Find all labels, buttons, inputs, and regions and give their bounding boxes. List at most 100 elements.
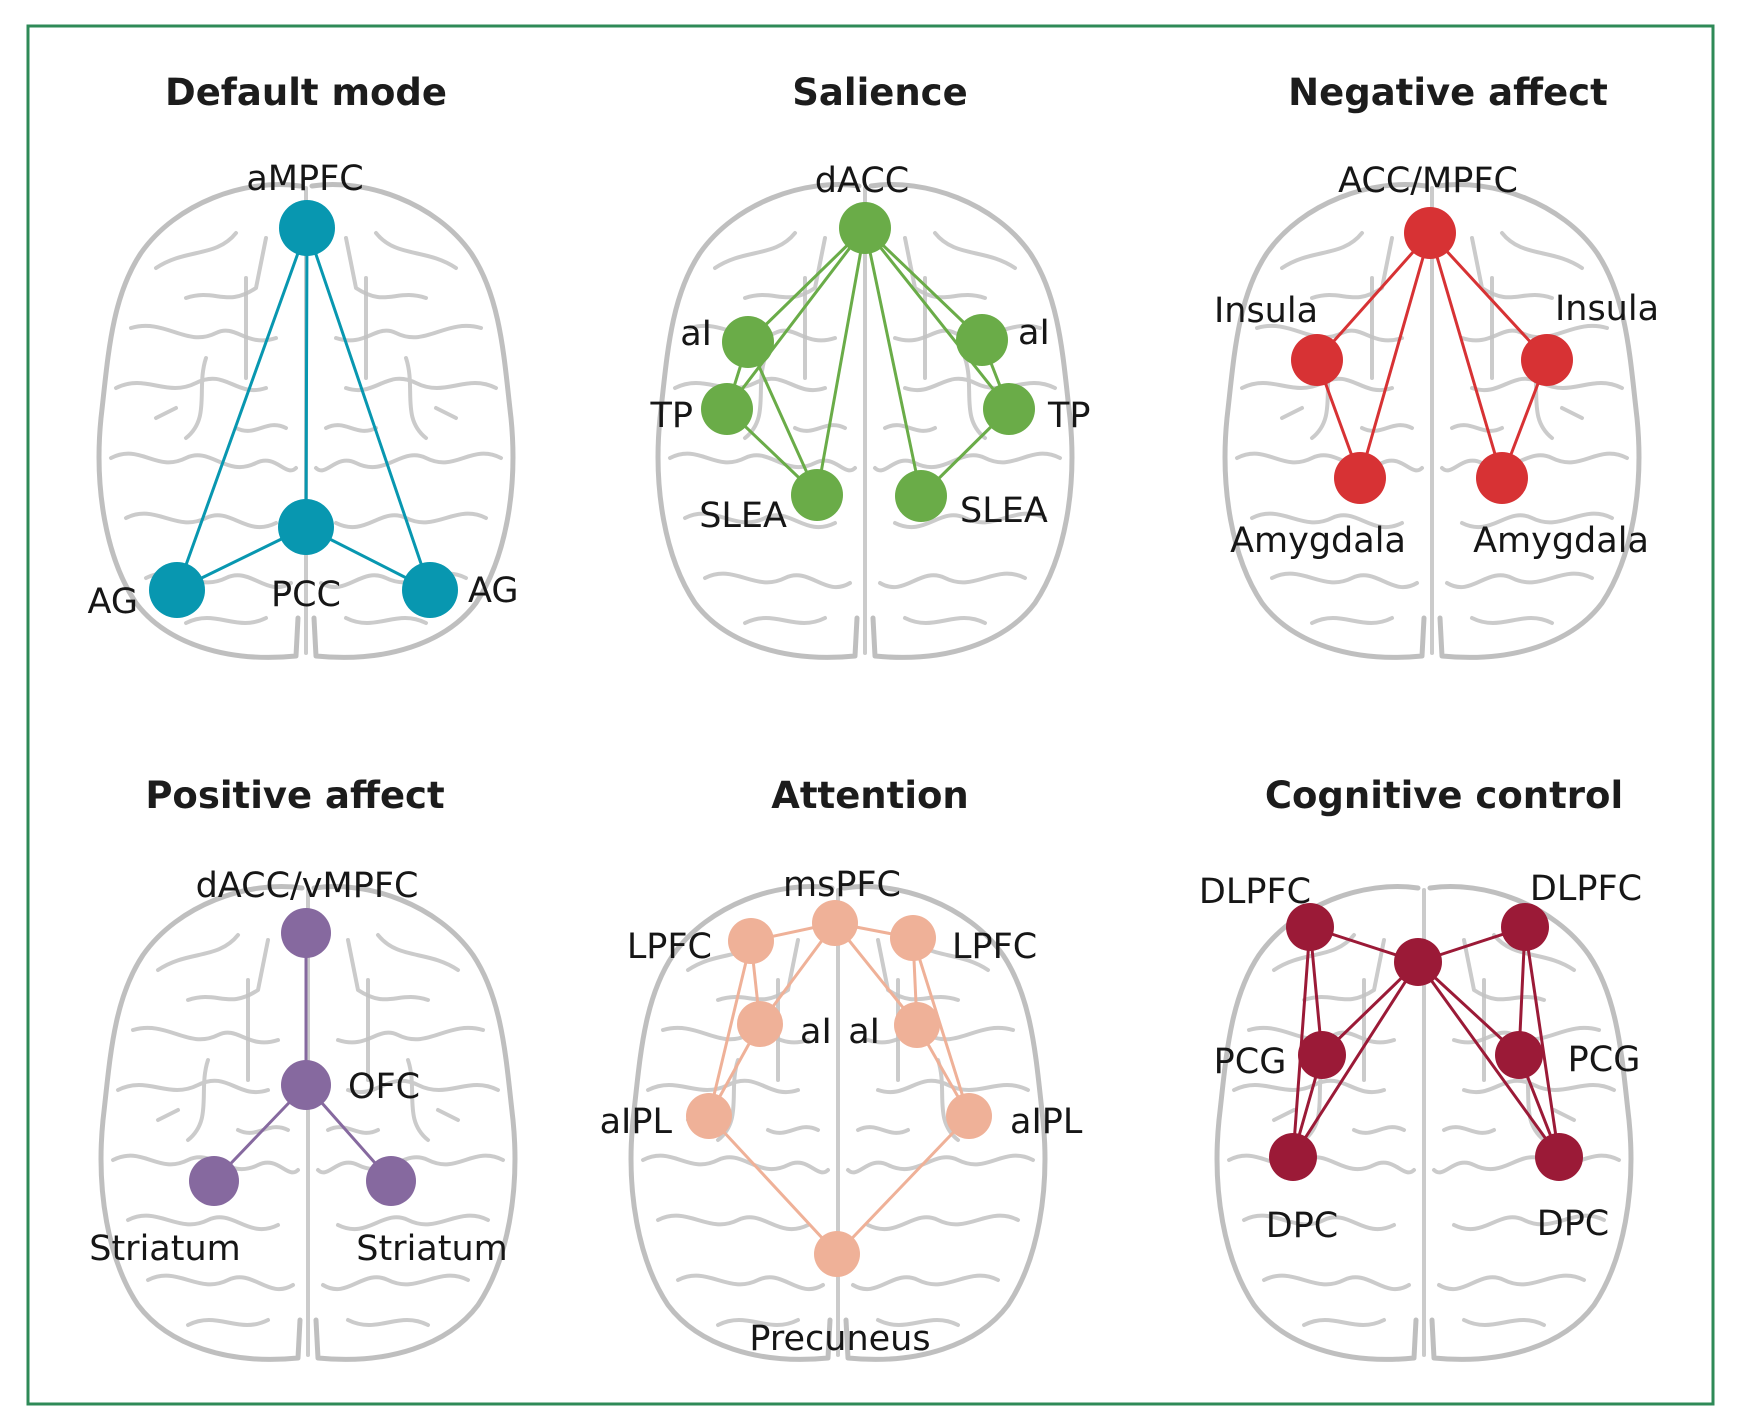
node-label-aipl-left: aIPL — [600, 1102, 673, 1142]
node-label-striatum-left: Striatum — [89, 1229, 241, 1269]
panel-title-attention: Attention — [771, 774, 969, 817]
node-label-aipl-right: aIPL — [1010, 1102, 1083, 1142]
node-label-lpfc-right: LPFC — [952, 927, 1037, 967]
node-label-ag-left: AG — [88, 582, 138, 622]
network-negative-affect — [1291, 207, 1573, 504]
node-label-ofc: OFC — [348, 1067, 420, 1107]
edge-acc-mpfc-insula-right — [1428, 231, 1549, 362]
networks-layer — [149, 200, 1583, 1277]
node-label-dpc-left: DPC — [1266, 1206, 1339, 1246]
node-precuneus — [814, 1231, 860, 1277]
node-dacc-vmpfc — [281, 908, 331, 958]
node-dpc-right — [1535, 1133, 1583, 1181]
node-pcc — [278, 499, 334, 555]
node-striatum-right — [366, 1156, 416, 1206]
panel-title-default-mode: Default mode — [165, 71, 447, 114]
node-label-striatum-right: Striatum — [356, 1229, 508, 1269]
node-label-dlpfc-right: DLPFC — [1530, 869, 1642, 909]
network-default-mode — [149, 200, 458, 618]
node-ai-right — [956, 314, 1008, 366]
node-label-ampfc: aMPFC — [246, 159, 363, 199]
node-label-amygdala-right: Amygdala — [1473, 521, 1649, 561]
node-label-ai-right: aI — [1018, 313, 1050, 353]
node-tp-left — [701, 383, 753, 435]
edge-dacc-ai-left — [746, 226, 867, 344]
edge-dacc-slea-left — [815, 226, 867, 497]
network-attention — [686, 900, 992, 1277]
edge-aipl-right-precuneus — [835, 1114, 971, 1256]
edge-acc-mpfc-amygdala-right — [1428, 231, 1504, 480]
node-mspfc — [812, 900, 858, 946]
node-slea-right — [895, 470, 947, 522]
edge-dacc-tp-left — [725, 226, 867, 411]
node-label-acc-mpfc: ACC/MPFC — [1338, 161, 1518, 201]
node-label-pcc: PCC — [271, 575, 341, 615]
node-tp-right — [983, 383, 1035, 435]
edge-ampfc-ag-right — [305, 226, 432, 592]
node-ofc — [281, 1060, 331, 1110]
node-dlpfc-left — [1286, 903, 1334, 951]
node-acc-mpfc — [1404, 207, 1456, 259]
edge-dacc-slea-right — [863, 226, 923, 498]
node-label-pcg-right: PCG — [1568, 1040, 1641, 1080]
node-label-precuneus: Precuneus — [749, 1319, 930, 1359]
edge-acc-mpfc-insula-left — [1315, 231, 1432, 362]
node-ai-left — [722, 316, 774, 368]
node-label-pcg-left: PCG — [1214, 1042, 1287, 1082]
node-label-slea-right: SLEA — [960, 491, 1048, 531]
edge-lpfc-left-aipl-left — [707, 939, 753, 1118]
node-label-mspfc: msPFC — [783, 865, 901, 905]
node-label-dpc-right: DPC — [1537, 1204, 1610, 1244]
node-amygdala-right — [1476, 452, 1528, 504]
panel-title-cognitive-control: Cognitive control — [1265, 774, 1623, 817]
node-label-lpfc-left: LPFC — [627, 927, 712, 967]
node-label-insula-right: Insula — [1555, 289, 1659, 329]
edge-acc-mpfc-amygdala-left — [1358, 231, 1432, 480]
node-pcg-right — [1495, 1031, 1543, 1079]
edge-dlpfc-right-dpc-right — [1523, 925, 1561, 1159]
node-ai-left — [737, 1001, 783, 1047]
node-label-ai-left: aI — [680, 314, 712, 354]
edge-dacc-ai-right — [863, 226, 984, 342]
figure-frame — [26, 24, 1715, 1406]
edge-ampfc-ag-left — [175, 226, 309, 592]
network-cognitive-control — [1269, 903, 1583, 1181]
edge-lpfc-right-aipl-right — [911, 936, 971, 1118]
edge-hub-dpc-right — [1416, 960, 1561, 1159]
node-slea-left — [791, 469, 843, 521]
node-amygdala-left — [1334, 452, 1386, 504]
node-label-dlpfc-left: DLPFC — [1199, 872, 1311, 912]
node-label-tp-right: TP — [1047, 396, 1091, 436]
node-dpc-left — [1269, 1133, 1317, 1181]
node-hub — [1394, 938, 1442, 986]
node-aipl-right — [946, 1093, 992, 1139]
node-ampfc — [279, 200, 335, 256]
edge-ampfc-pcc — [304, 226, 309, 529]
edge-dacc-tp-right — [863, 226, 1011, 411]
node-ag-left — [149, 562, 205, 618]
panel-title-positive-affect: Positive affect — [145, 774, 444, 817]
node-dlpfc-right — [1501, 903, 1549, 951]
node-aipl-left — [686, 1093, 732, 1139]
node-label-ai-right: aI — [848, 1012, 880, 1052]
panel-title-negative-affect: Negative affect — [1288, 71, 1608, 114]
node-insula-right — [1521, 334, 1573, 386]
node-label-amygdala-left: Amygdala — [1230, 521, 1406, 561]
node-label-ai-left: aI — [800, 1012, 832, 1052]
node-label-insula-left: Insula — [1214, 291, 1318, 331]
network-positive-affect — [189, 908, 416, 1206]
node-ag-right — [402, 562, 458, 618]
edge-aipl-left-precuneus — [707, 1114, 839, 1256]
edge-hub-dpc-left — [1291, 960, 1420, 1159]
node-label-ag-right: AG — [468, 571, 518, 611]
node-label-dacc-vmpfc: dACC/vMPFC — [196, 866, 419, 906]
node-insula-left — [1291, 334, 1343, 386]
network-salience — [701, 202, 1035, 522]
node-lpfc-left — [728, 918, 774, 964]
node-pcg-left — [1298, 1031, 1346, 1079]
node-striatum-left — [189, 1156, 239, 1206]
node-label-dacc: dACC — [815, 161, 909, 201]
node-ai-right — [894, 1002, 940, 1048]
